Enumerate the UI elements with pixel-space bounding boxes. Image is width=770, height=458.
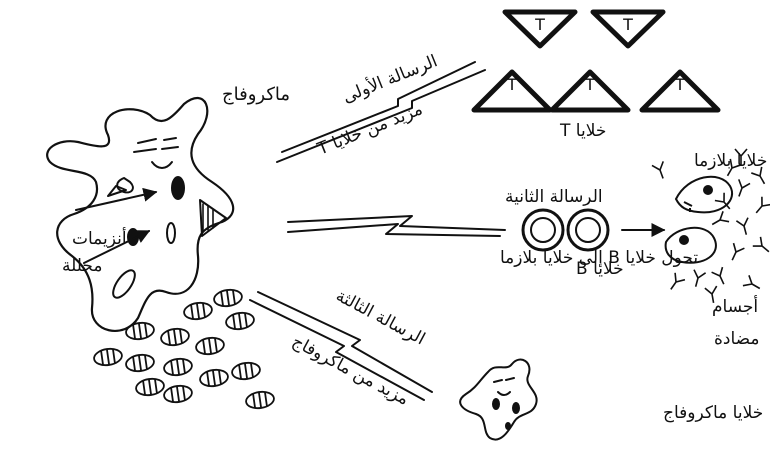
bacteria-cluster xyxy=(93,288,275,410)
bacterium xyxy=(183,301,213,321)
svg-text:T: T xyxy=(622,15,633,34)
t-cell: T xyxy=(593,12,663,46)
bacterium xyxy=(160,327,190,347)
bacterium xyxy=(245,390,275,410)
t-cell: T xyxy=(474,72,550,110)
t-cells-label: خلايا T xyxy=(559,121,606,141)
antibody xyxy=(727,243,745,263)
message-3-lightning xyxy=(250,292,432,400)
bacterium xyxy=(125,353,155,373)
svg-text:T: T xyxy=(674,75,685,94)
macrophage-label: ماكروفاج xyxy=(222,84,290,105)
antibodies-label-1: أجسام xyxy=(712,295,758,317)
antibodies-label-2: مضادة xyxy=(714,329,760,349)
b-cells xyxy=(523,210,608,250)
svg-text:T: T xyxy=(506,75,517,94)
antibody xyxy=(736,218,752,237)
svg-text:T: T xyxy=(584,75,595,94)
plasma-cells-label: خلايا بلازما xyxy=(694,151,767,171)
bacterium xyxy=(199,368,229,388)
t-cell: T xyxy=(642,72,718,110)
message-3-label: الرسالة الثالثة xyxy=(332,286,428,350)
antibody xyxy=(690,270,706,289)
antibody xyxy=(752,197,770,217)
b-cells-label: خلايا B xyxy=(576,259,624,279)
message-2-label: الرسالة الثانية xyxy=(505,187,603,207)
message-2-lightning xyxy=(288,216,505,236)
antibody xyxy=(743,275,763,293)
svg-text:T: T xyxy=(534,15,545,34)
antibodies xyxy=(652,149,770,304)
bacterium xyxy=(195,336,225,356)
enzymes-label-1: أنزيمات xyxy=(72,227,127,249)
bacterium xyxy=(125,321,155,341)
bacterium xyxy=(213,288,243,308)
t-cell-triangles: T T T T T xyxy=(474,12,718,110)
bacterium xyxy=(231,361,261,381)
antibody xyxy=(666,273,685,293)
enzymes-label-2: محللة xyxy=(62,256,102,276)
macrophage-cell xyxy=(47,98,233,331)
bacterium xyxy=(225,311,255,331)
antibody xyxy=(753,237,770,256)
bacterium xyxy=(163,357,193,377)
bacterium xyxy=(163,384,193,404)
bacterium xyxy=(135,377,165,397)
bacterium xyxy=(93,347,123,367)
antibody xyxy=(712,267,730,287)
message-1-label: الرسالة الأولى xyxy=(339,50,440,107)
t-cell: T xyxy=(552,72,628,110)
antibody xyxy=(652,161,669,180)
t-cell: T xyxy=(505,12,575,46)
enzyme-arrows xyxy=(76,192,156,263)
small-macrophage-cell xyxy=(460,360,537,440)
message-1-sublabel: مزيد من خلايا T xyxy=(314,99,426,160)
antibody xyxy=(733,179,750,198)
macrophage-cells-label: خلايا ماكروفاج xyxy=(663,403,763,423)
antibody xyxy=(709,211,729,229)
